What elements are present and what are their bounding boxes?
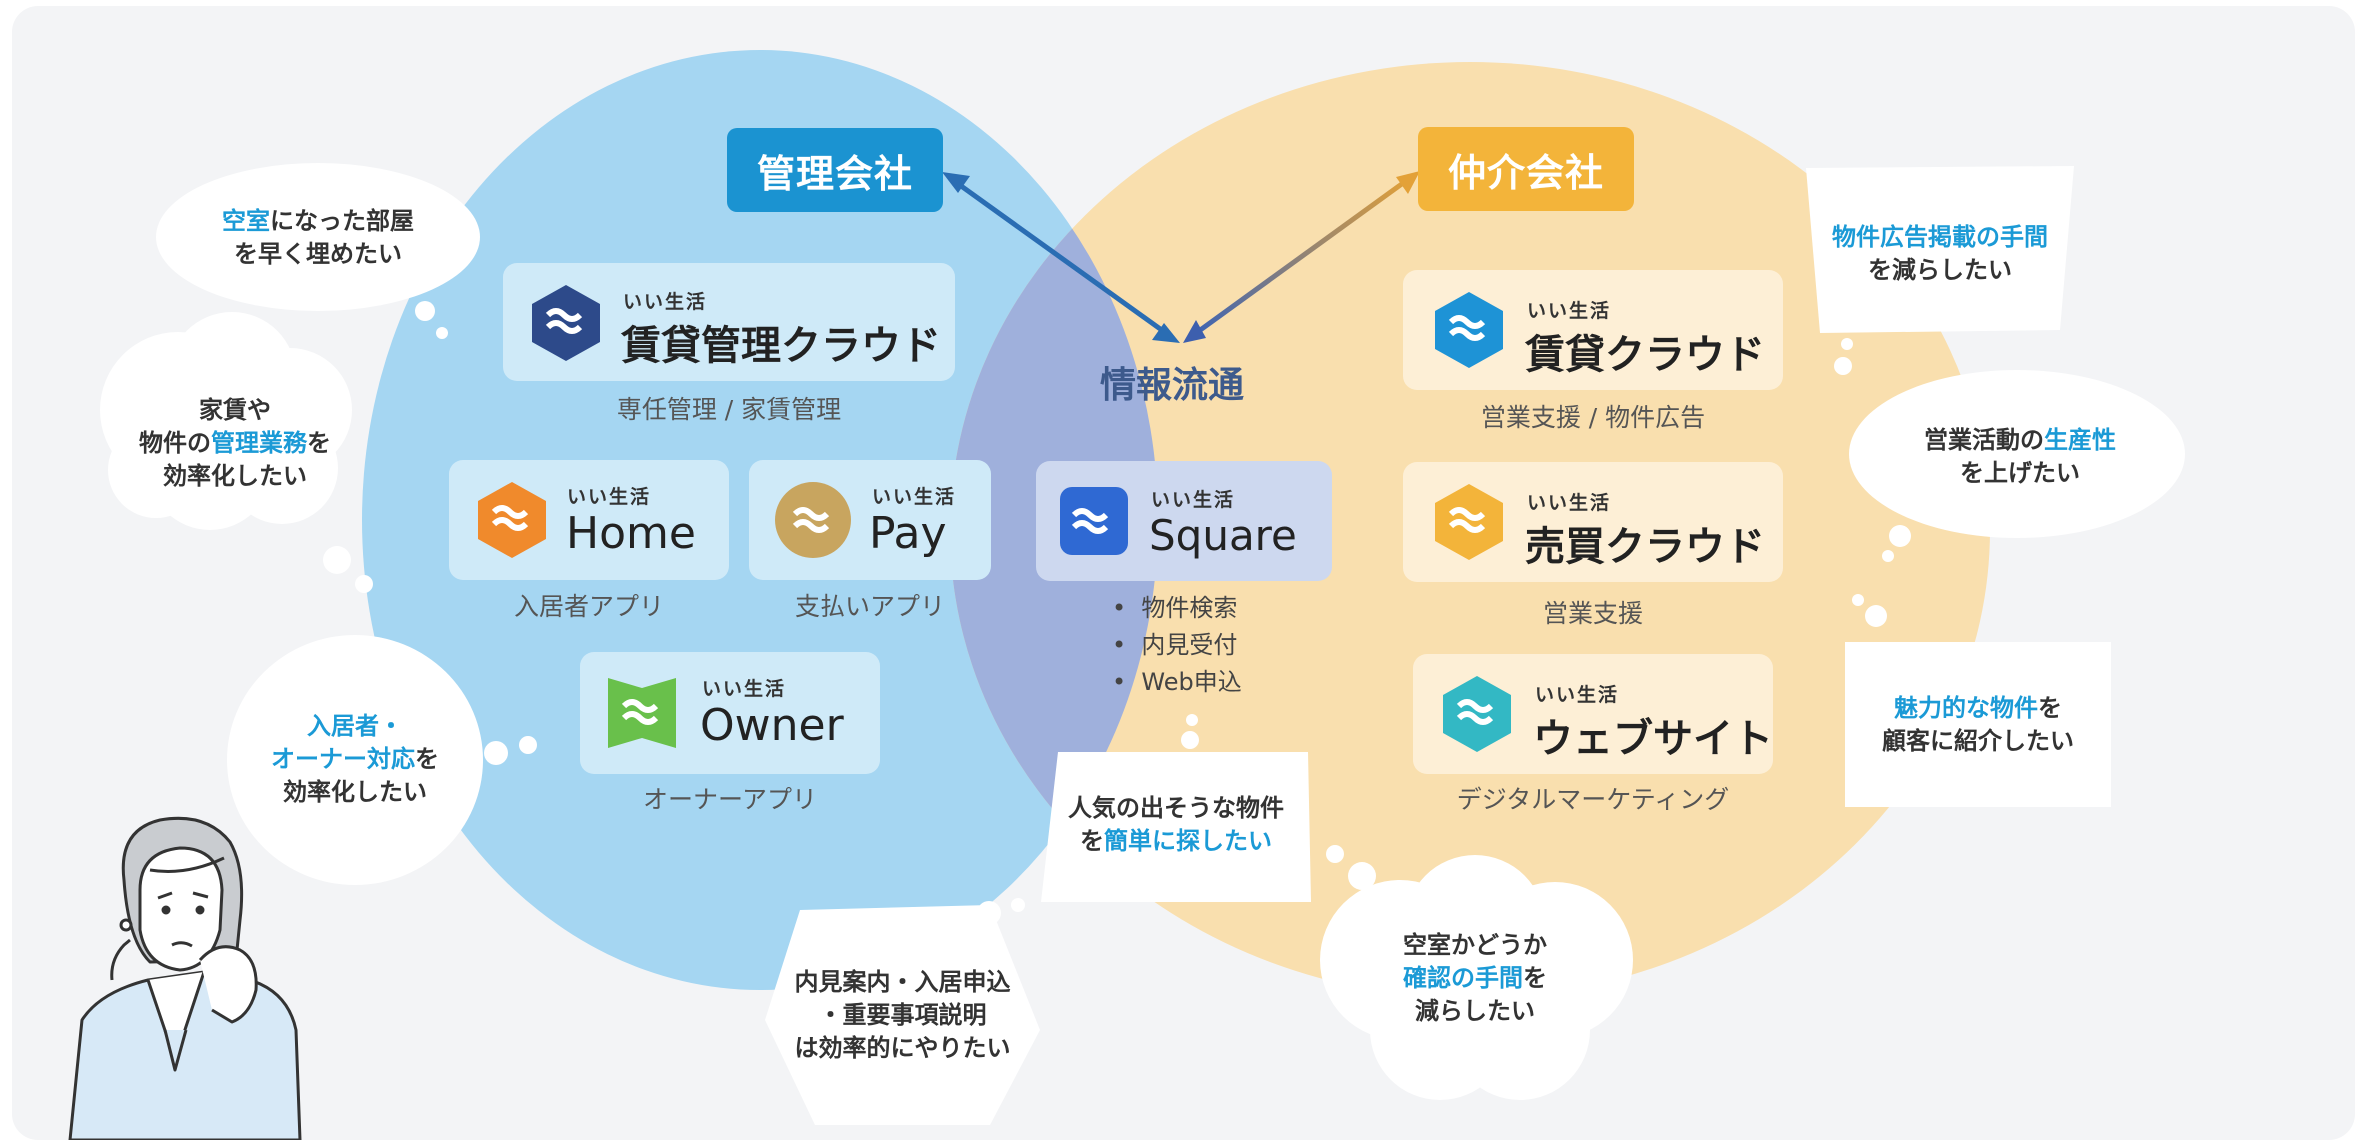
caption-home: 入居者アプリ — [513, 592, 664, 621]
caption-website: デジタルマーケティング — [1456, 785, 1730, 814]
brand-label: いい生活 — [1535, 684, 1620, 706]
product-name: Owner — [700, 700, 844, 751]
product-name: ウェブサイト — [1533, 716, 1773, 762]
bubble-confirm-shape — [1320, 845, 1633, 1100]
bubble-sales-shape — [1849, 370, 2185, 627]
bubble-rent-shape — [100, 312, 373, 593]
pay-logo-icon — [775, 482, 851, 558]
bubble-tenant: 入居者・ オーナー対応を 効率化したい — [271, 712, 439, 806]
product-name: Square — [1149, 511, 1297, 560]
baibai-logo-icon — [1435, 484, 1503, 560]
feature-item: • Web申込 — [1112, 668, 1242, 696]
brand-label: いい生活 — [567, 486, 652, 508]
bubble-viewing: 内見案内・入居申込 ・重要事項説明 は効率的にやりたい — [794, 968, 1011, 1062]
worried-businesswoman-illustration — [68, 816, 302, 1140]
caption-chintai: 営業支援 / 物件広告 — [1480, 403, 1706, 432]
brokerage-company-label: 仲介会社 — [1418, 127, 1634, 211]
product-card-home[interactable]: いい生活 Home — [449, 460, 729, 580]
home-logo-icon — [478, 482, 546, 558]
product-card-chintai[interactable]: いい生活 賃貸クラウド — [1403, 270, 1783, 390]
product-name: Pay — [869, 508, 947, 559]
bubble-attractive: 魅力的な物件を 顧客に紹介したい — [1882, 694, 2074, 755]
product-card-website[interactable]: いい生活 ウェブサイト — [1413, 654, 1773, 774]
brand-label: いい生活 — [1527, 300, 1612, 322]
bubble-sales: 営業活動の生産性 を上げたい — [1924, 426, 2116, 487]
product-card-pay[interactable]: いい生活 Pay — [749, 460, 991, 580]
product-name: 賃貸管理クラウド — [621, 323, 941, 369]
arrow-management-to-center — [942, 172, 1180, 343]
bubble-search: 人気の出そうな物件 を簡単に探したい — [1068, 794, 1284, 855]
brand-label: いい生活 — [872, 486, 957, 508]
bubble-viewing-shape — [765, 898, 1040, 1125]
product-card-chintai-kanri[interactable]: いい生活 賃貸管理クラウド — [503, 263, 955, 381]
arrow-brokerage-to-center — [1183, 171, 1420, 343]
product-name: Home — [566, 508, 696, 559]
caption-owner: オーナーアプリ — [642, 785, 817, 814]
product-card-baibai[interactable]: いい生活 売買クラウド — [1403, 462, 1783, 582]
caption-pay: 支払いアプリ — [794, 592, 945, 621]
brand-label: いい生活 — [1527, 492, 1612, 514]
chintai-logo-icon — [1435, 292, 1503, 368]
management-company-label: 管理会社 — [727, 128, 943, 212]
square-logo-icon — [1060, 487, 1128, 555]
bubble-search-shape — [1041, 714, 1311, 902]
bubble-vacancy-shape — [156, 163, 480, 339]
chintai-kanri-logo-icon — [532, 285, 600, 361]
product-name: 賃貸クラウド — [1525, 332, 1765, 378]
bubble-rent: 家賃や 物件の管理業務を 効率化したい — [139, 396, 331, 490]
owner-logo-icon — [608, 678, 676, 748]
bubble-vacancy: 空室になった部屋 を早く埋めたい — [222, 207, 414, 268]
bubble-ad: 物件広告掲載の手間 を減らしたい — [1832, 223, 2048, 284]
product-card-square[interactable]: いい生活 Square — [1036, 461, 1332, 581]
product-card-owner[interactable]: いい生活 Owner — [580, 652, 880, 774]
brand-label: いい生活 — [623, 291, 708, 313]
brand-label: いい生活 — [1151, 489, 1236, 511]
caption-baibai: 営業支援 — [1542, 599, 1643, 628]
bubble-attractive-shape — [1845, 642, 2111, 807]
bubble-confirm: 空室かどうか 確認の手間を 減らしたい — [1403, 931, 1547, 1025]
feature-item: • 物件検索 — [1112, 594, 1238, 622]
caption-chintai-kanri: 専任管理 / 家賃管理 — [616, 395, 842, 424]
brand-label: いい生活 — [702, 678, 787, 700]
feature-item: • 内見受付 — [1112, 631, 1238, 659]
bubble-ad-shape — [1806, 166, 2074, 375]
info-distribution-label: 情報流通 — [1100, 365, 1245, 406]
website-logo-icon — [1443, 676, 1511, 752]
square-feature-list: • 物件検索 • 内見受付 • Web申込 — [1112, 590, 1242, 701]
product-name: 売買クラウド — [1525, 524, 1765, 570]
bubble-tenant-shape — [227, 635, 537, 885]
